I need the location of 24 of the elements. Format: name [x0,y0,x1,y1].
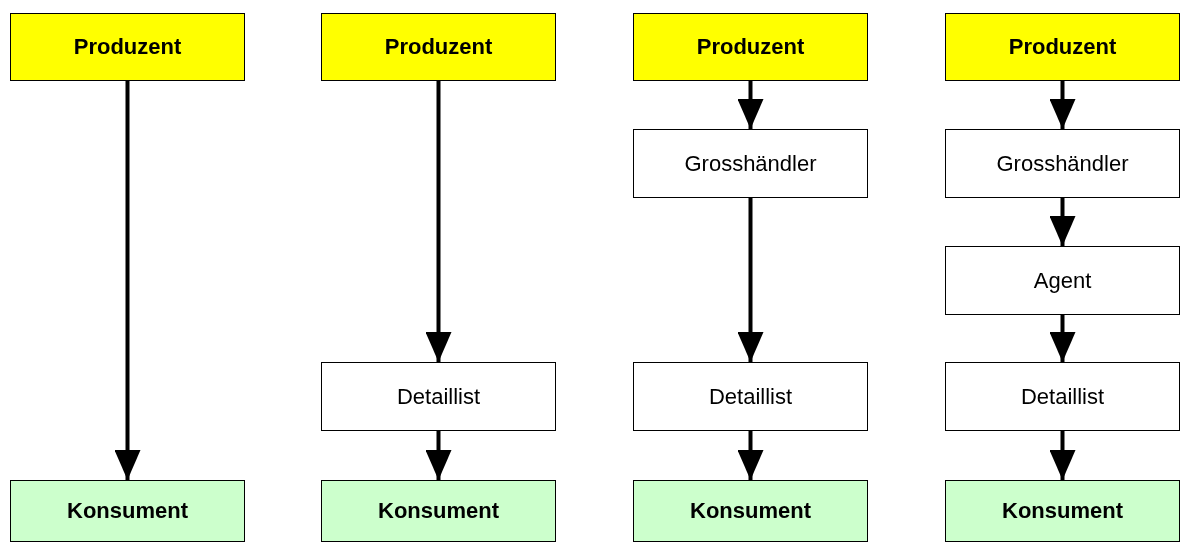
arrow [1049,198,1076,246]
arrow [737,81,764,129]
arrow [1049,81,1076,129]
arrow [114,81,141,480]
process-box: Detaillist [633,362,868,431]
producer-box: Produzent [633,13,868,81]
consumer-box: Konsument [945,480,1180,542]
consumer-box: Konsument [321,480,556,542]
process-box: Detaillist [321,362,556,431]
process-box: Detaillist [945,362,1180,431]
process-box: Grosshändler [633,129,868,198]
arrow [1049,431,1076,480]
arrow [737,198,764,362]
consumer-box: Konsument [633,480,868,542]
arrow [737,431,764,480]
process-box: Agent [945,246,1180,315]
process-box: Grosshändler [945,129,1180,198]
consumer-box: Konsument [10,480,245,542]
producer-box: Produzent [321,13,556,81]
arrow [1049,315,1076,362]
arrow [425,81,452,362]
producer-box: Produzent [10,13,245,81]
producer-box: Produzent [945,13,1180,81]
arrow [425,431,452,480]
